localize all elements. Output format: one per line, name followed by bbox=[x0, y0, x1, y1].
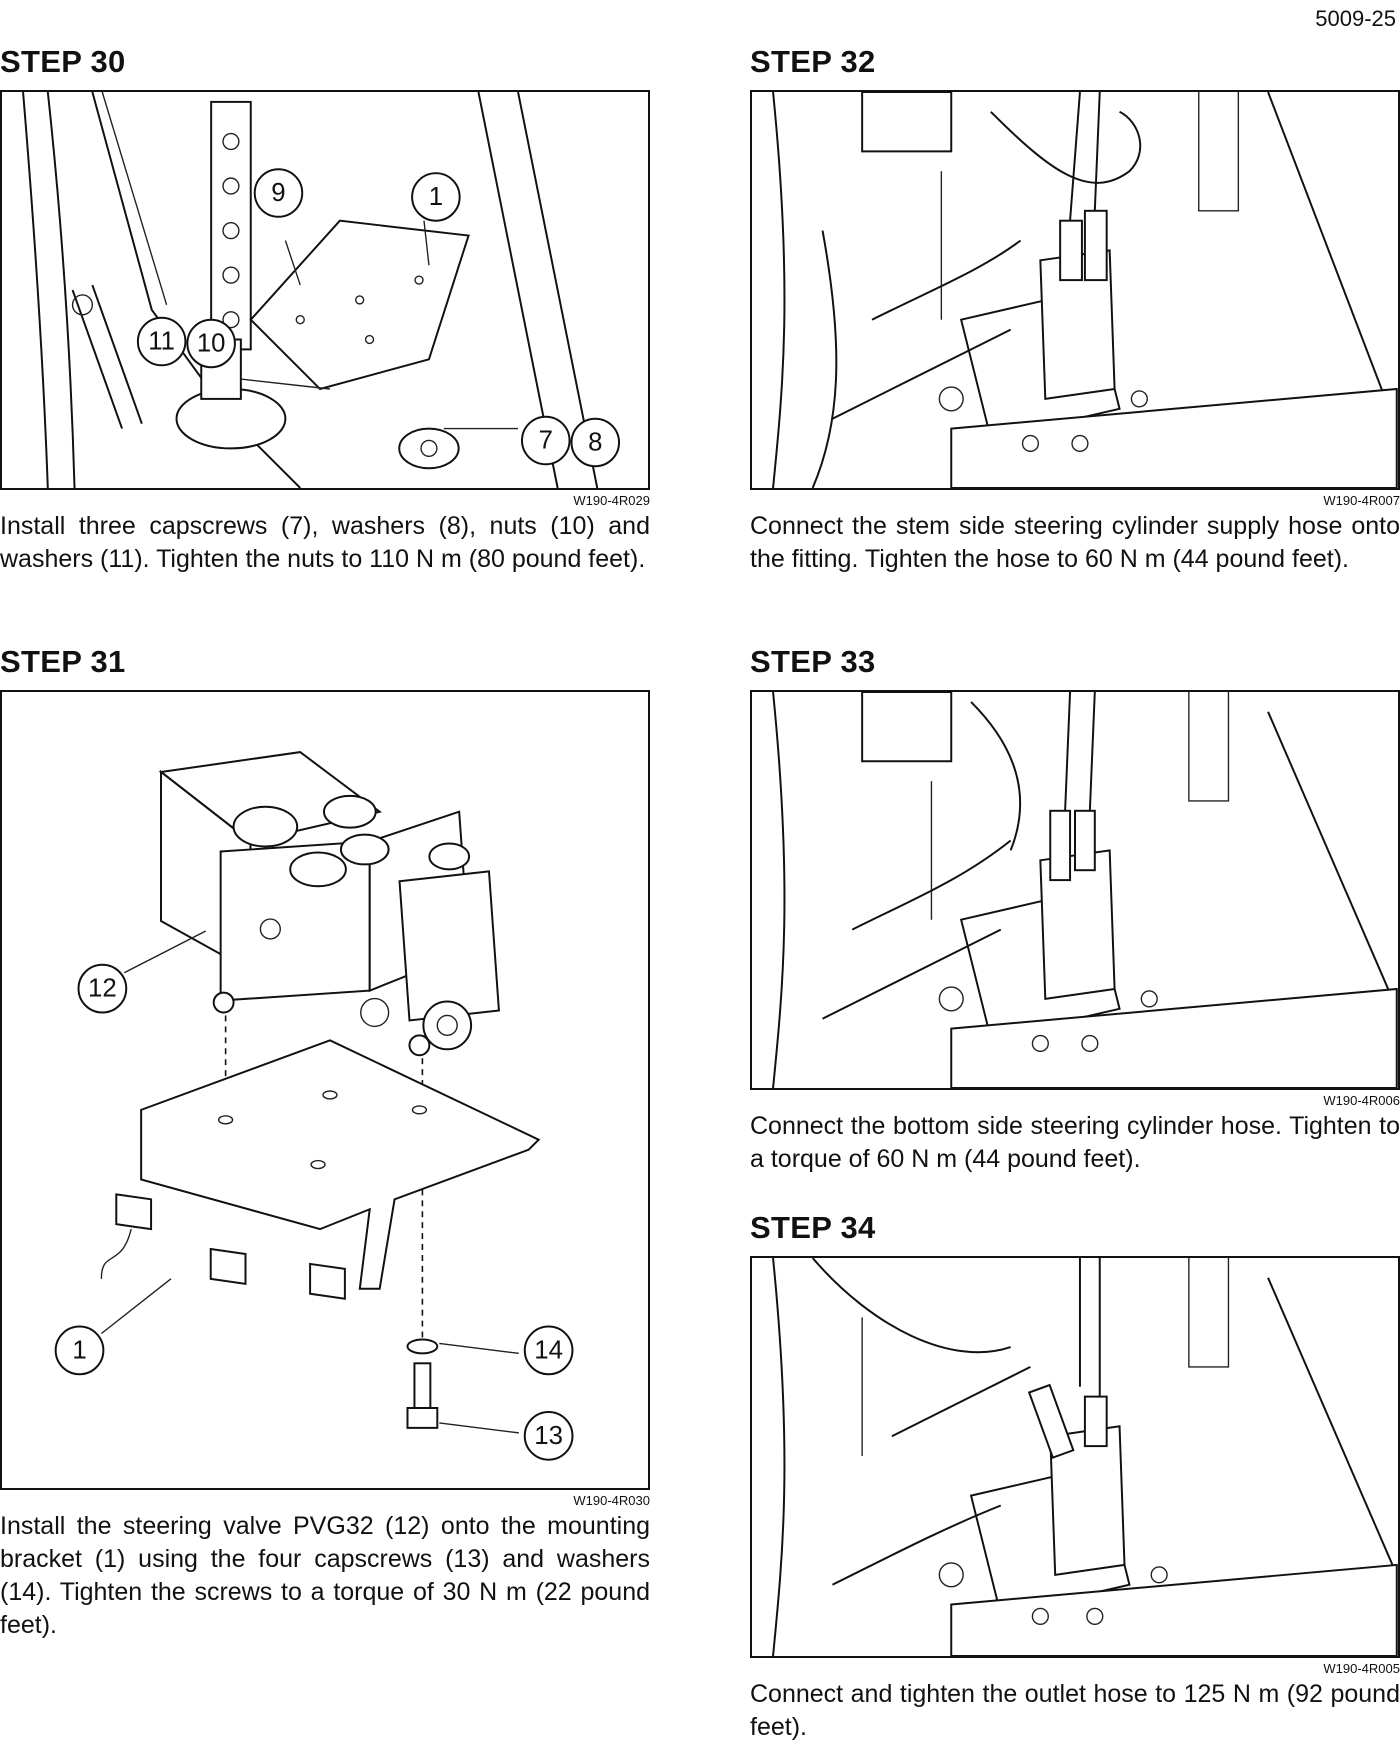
callout-11: 11 bbox=[136, 316, 187, 367]
callout-label: 9 bbox=[271, 179, 285, 207]
callout-1: 1 bbox=[411, 172, 461, 222]
figure-code: W190-4R007 bbox=[1323, 493, 1400, 508]
callout-10: 10 bbox=[186, 318, 236, 369]
step-instructions: Connect the stem side steering cylinder … bbox=[750, 512, 1400, 573]
bottom-hose-connection-drawing bbox=[772, 692, 1398, 1088]
step-instructions: Connect and tighten the outlet hose to 1… bbox=[750, 1680, 1400, 1741]
step-title: STEP 31 bbox=[0, 644, 126, 679]
callout-1: 1 bbox=[54, 1325, 105, 1376]
step-30: STEP 30 bbox=[0, 44, 650, 576]
step-instructions: Install the steering valve PVG32 (12) on… bbox=[0, 1512, 650, 1639]
callout-8: 8 bbox=[570, 417, 621, 468]
figure-code: W190-4R005 bbox=[1323, 1661, 1400, 1676]
step-title: STEP 33 bbox=[750, 644, 876, 679]
step-31-illustration: 12 1 14 13 bbox=[0, 690, 650, 1490]
callout-label: 1 bbox=[429, 183, 443, 211]
figure-code: W190-4R030 bbox=[573, 1493, 650, 1508]
callout-label: 13 bbox=[534, 1422, 563, 1450]
callout-7: 7 bbox=[521, 415, 571, 466]
callout-label: 7 bbox=[539, 426, 553, 454]
step-34-illustration bbox=[750, 1256, 1400, 1658]
step-31: STEP 31 bbox=[0, 644, 650, 1642]
outlet-hose-connection-drawing bbox=[772, 1258, 1398, 1656]
step-33: STEP 33 W190-4R006 Connect the bottom si… bbox=[750, 644, 1400, 1176]
step-32-illustration bbox=[750, 90, 1400, 490]
step-32: STEP 32 W190-4R007 Connect the stem side bbox=[750, 44, 1400, 576]
step-instructions: Connect the bottom side steering cylinde… bbox=[750, 1112, 1400, 1173]
callout-label: 14 bbox=[534, 1336, 563, 1364]
step-instructions: Install three capscrews (7), washers (8)… bbox=[0, 512, 650, 573]
step-34: STEP 34 W190-4R005 Connect and tighten t… bbox=[750, 1210, 1400, 1744]
step-title: STEP 34 bbox=[750, 1210, 876, 1245]
step-30-illustration: 9 1 11 10 7 8 bbox=[0, 90, 650, 490]
callout-label: 11 bbox=[148, 327, 175, 355]
callout-9: 9 bbox=[253, 168, 304, 218]
hose-connection-drawing bbox=[772, 92, 1398, 488]
callout-14: 14 bbox=[523, 1325, 574, 1376]
callout-label: 8 bbox=[588, 428, 602, 456]
callout-13: 13 bbox=[523, 1411, 574, 1461]
step-title: STEP 30 bbox=[0, 44, 126, 79]
page-number: 5009-25 bbox=[1315, 6, 1396, 31]
figure-code: W190-4R006 bbox=[1323, 1093, 1400, 1108]
callout-label: 10 bbox=[197, 329, 226, 357]
step-33-illustration bbox=[750, 690, 1400, 1090]
step-title: STEP 32 bbox=[750, 44, 876, 79]
steering-valve-exploded-drawing: 12 1 14 13 bbox=[54, 751, 574, 1461]
callout-12: 12 bbox=[77, 963, 128, 1014]
callout-label: 12 bbox=[88, 975, 117, 1003]
figure-code: W190-4R029 bbox=[573, 493, 650, 508]
bracket-installation-drawing: 9 1 11 10 7 8 bbox=[22, 92, 621, 488]
callout-label: 1 bbox=[72, 1336, 86, 1364]
